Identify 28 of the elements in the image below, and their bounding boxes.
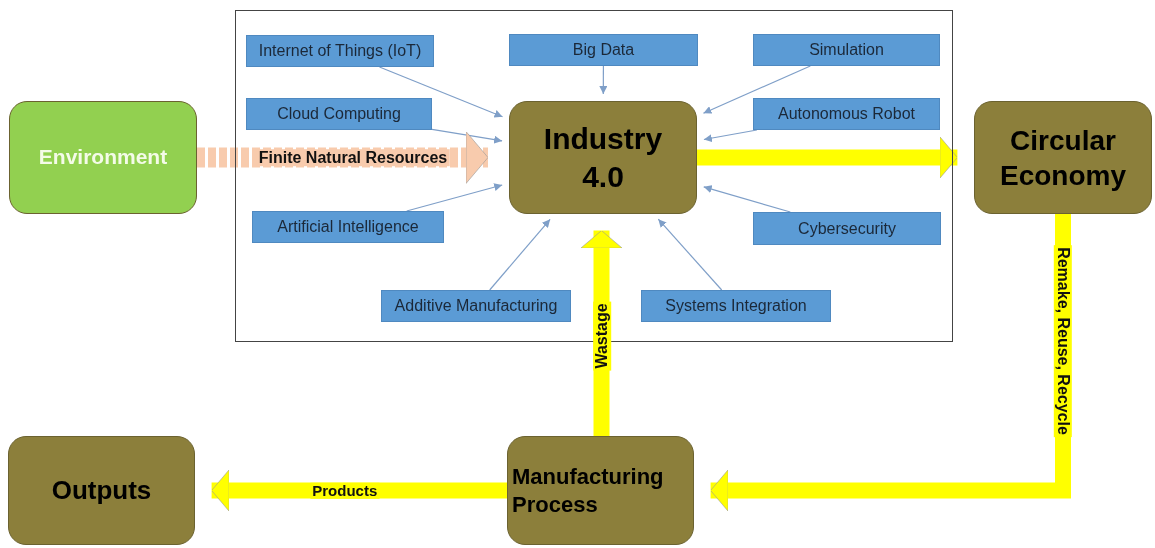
arrow	[378, 66, 504, 118]
edge-label: Products	[310, 482, 380, 499]
arrow	[599, 65, 608, 95]
process-box: Industry 4.0	[509, 101, 697, 214]
arrow	[703, 185, 791, 213]
arrow	[489, 218, 551, 291]
process-box: Manufacturing Process	[507, 436, 694, 545]
block-arrow	[697, 136, 958, 179]
technology-box: Cybersecurity	[753, 212, 941, 245]
block-arrow	[197, 131, 489, 184]
arrow	[657, 218, 723, 291]
technology-box: Big Data	[509, 34, 698, 66]
technology-box: Autonomous Robot	[753, 98, 940, 130]
technology-box: Internet of Things (IoT)	[246, 35, 434, 67]
technology-box: Simulation	[753, 34, 940, 66]
technology-box: Systems Integration	[641, 290, 831, 322]
technology-box: Additive Manufacturing	[381, 290, 571, 322]
arrow	[431, 128, 503, 144]
technology-box: Artificial Intelligence	[252, 211, 444, 243]
process-box: Circular Economy	[974, 101, 1152, 214]
edge-label: Finite Natural Resources	[256, 148, 450, 167]
environment-box: Environment	[9, 101, 197, 214]
edge-label: Wastage	[592, 301, 611, 371]
arrow	[406, 183, 503, 212]
arrow	[702, 65, 811, 114]
edge-label: Remake, Reuse, Recycle	[1054, 245, 1072, 437]
technology-box: Cloud Computing	[246, 98, 432, 130]
process-box: Outputs	[8, 436, 195, 545]
